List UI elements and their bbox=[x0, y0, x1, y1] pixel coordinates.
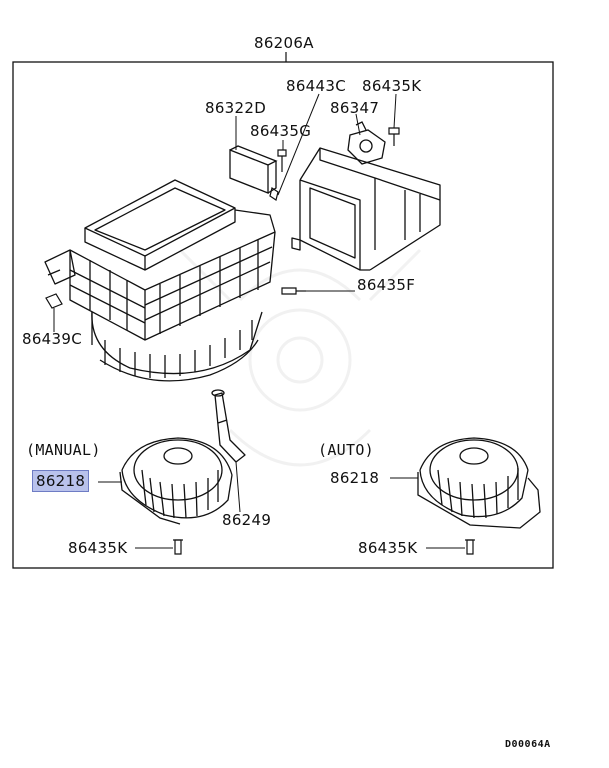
filter-cover-icon bbox=[229, 145, 278, 194]
part-label-86218-auto[interactable]: 86218 bbox=[330, 469, 380, 487]
part-label-86443c[interactable]: 86443C bbox=[286, 77, 346, 95]
duct-icon bbox=[291, 147, 441, 271]
part-label-86435k-left[interactable]: 86435K bbox=[68, 539, 128, 557]
screw-icon bbox=[465, 539, 475, 555]
part-label-86206a[interactable]: 86206A bbox=[254, 34, 314, 52]
part-label-86435g[interactable]: 86435G bbox=[250, 122, 312, 140]
clip-icon bbox=[269, 187, 279, 201]
heater-unit-case-icon bbox=[44, 179, 276, 382]
leader-lines bbox=[53, 93, 465, 549]
screw-icon bbox=[173, 539, 183, 555]
part-label-86439c[interactable]: 86439C bbox=[22, 330, 82, 348]
screw-icon bbox=[281, 287, 306, 295]
screw-icon bbox=[277, 149, 287, 172]
part-label-86249[interactable]: 86249 bbox=[222, 511, 272, 529]
blower-motor-icon bbox=[119, 437, 233, 525]
part-label-86435k-right[interactable]: 86435K bbox=[358, 539, 418, 557]
screw-icon bbox=[388, 127, 400, 146]
part-label-86435f[interactable]: 86435F bbox=[357, 276, 416, 294]
diagram-frame bbox=[12, 61, 554, 569]
variant-label-manual: (MANUAL) bbox=[26, 441, 101, 459]
clip-icon bbox=[45, 293, 63, 309]
blower-motor-icon bbox=[417, 437, 541, 529]
diagram-code: D00064A bbox=[505, 739, 551, 750]
part-label-86435k-top[interactable]: 86435K bbox=[362, 77, 422, 95]
part-label-86347[interactable]: 86347 bbox=[330, 99, 380, 117]
part-label-86322d[interactable]: 86322D bbox=[205, 99, 267, 117]
watermark-icon bbox=[178, 248, 422, 467]
drain-hose-icon bbox=[211, 389, 246, 463]
part-label-86218-manual-highlighted[interactable]: 86218 bbox=[32, 470, 90, 492]
variant-label-auto: (AUTO) bbox=[318, 441, 374, 459]
